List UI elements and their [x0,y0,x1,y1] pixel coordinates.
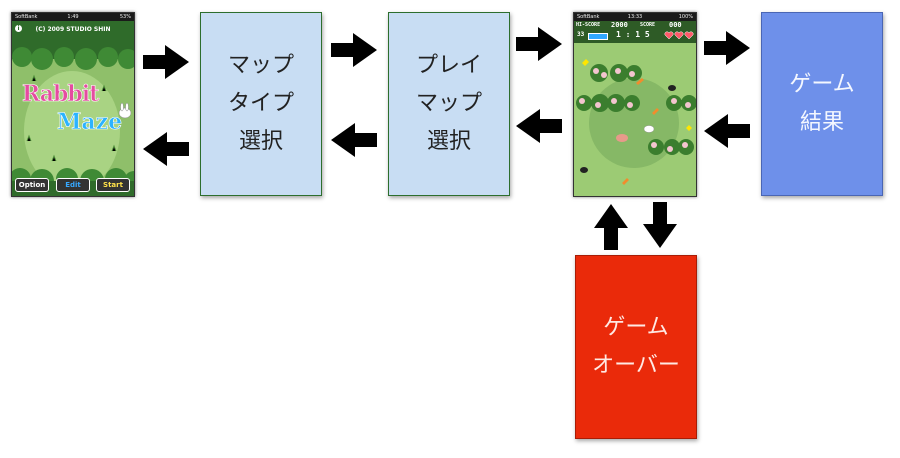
box-label-line: ゲーム [789,72,855,97]
box-label: ゲーム 結果 [789,66,854,142]
box-label-line: 結果 [799,110,844,135]
play-map-select-box: プレイ マップ 選択 [388,12,510,196]
score-label: SCORE [640,22,656,28]
info-icon[interactable]: i [15,25,22,32]
option-button[interactable]: Option [15,178,49,192]
battery-label: 100% [678,14,693,20]
box-label-line: 選択 [238,129,283,154]
hiscore-value: 2000 [611,21,628,29]
arrow-left-icon [704,114,750,148]
box-label-line: プレイ [415,53,482,78]
arrow-up-icon [594,204,628,250]
start-button[interactable]: Start [96,178,130,192]
map-type-select-box: マップ タイプ 選択 [200,12,322,196]
arrow-down-icon [643,202,677,248]
arrow-right-icon [516,27,562,61]
arrow-right-icon [704,31,750,65]
heart-icons [664,31,694,40]
carrot-icon [636,78,644,85]
box-label: マップ タイプ 選択 [228,47,294,161]
star-icon [686,125,692,131]
box-label-line: オーバー [592,353,680,378]
game-over-box: ゲーム オーバー [575,255,697,439]
logo-maze: Maze [57,109,123,136]
carrier-label: SoftBank [15,14,38,20]
flower-bush-icon [576,64,696,155]
box-label: プレイ マップ 選択 [416,47,482,161]
arrow-left-icon [516,109,562,143]
status-bar: SoftBank 13:33 100% [574,13,696,21]
game-field [576,59,696,185]
copyright-text: (C) 2009 STUDIO SHIN [35,26,111,33]
score-value: 000 [669,21,682,29]
status-bar: SoftBank 1:49 53% [12,13,134,21]
edit-button[interactable]: Edit [56,178,90,192]
battery-label: 53% [119,14,131,20]
arrow-left-icon [331,123,377,157]
box-label-line: 選択 [426,129,471,154]
energy-bar [588,33,608,40]
logo-rabbit: Rabbit [22,81,100,108]
box-label-line: マップ [227,53,294,78]
box-label: ゲーム オーバー [592,309,680,385]
box-label-line: ゲーム [603,315,669,340]
title-screen-art [12,21,134,196]
arrow-right-icon [143,45,189,79]
hole-icon [668,85,676,91]
rabbit-icon [118,102,132,119]
hole-icon [580,167,588,173]
title-screen-thumbnail: SoftBank 1:49 53% (C) 2009 STUDI [11,12,135,197]
box-label-line: マップ [415,91,482,116]
box-label-line: タイプ [227,91,294,116]
hiscore-label: HI-SCORE [576,22,601,28]
arrow-left-icon [143,132,189,166]
carrot-icon [652,108,659,115]
game-screen-thumbnail: SoftBank 13:33 100% HI-SCORE 2000 SCORE … [573,12,697,197]
arrow-right-icon [331,33,377,67]
pig-icon [616,134,628,142]
clock-label: 1:49 [67,14,79,20]
timer-value: 1 : 1 5 [616,30,650,39]
key-icon [582,59,589,66]
game-result-box: ゲーム 結果 [761,12,883,196]
rabbit-icon [643,125,655,133]
carrier-label: SoftBank [577,14,600,20]
clock-label: 13:33 [627,14,643,20]
carrot-icon [622,178,629,185]
counter-value: 33 [577,31,585,38]
